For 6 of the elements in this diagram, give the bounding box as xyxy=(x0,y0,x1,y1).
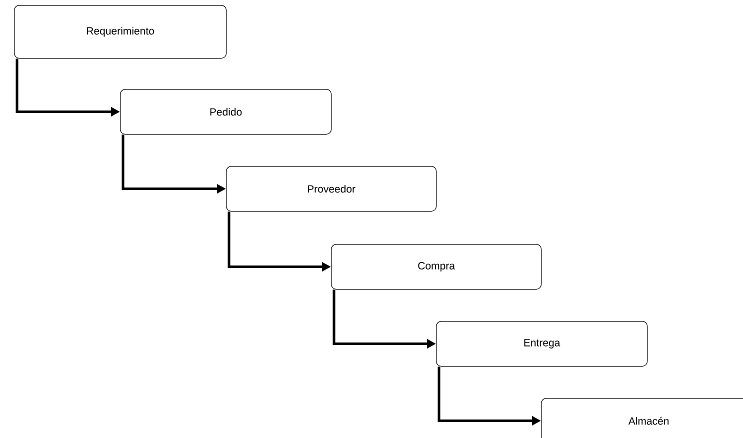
process-box: Almacén xyxy=(541,398,743,438)
process-box: Requerimiento xyxy=(14,5,227,59)
process-box: Entrega xyxy=(436,321,648,367)
process-box: Compra xyxy=(331,244,542,290)
process-box: Proveedor xyxy=(226,166,437,212)
process-box: Pedido xyxy=(120,89,332,135)
